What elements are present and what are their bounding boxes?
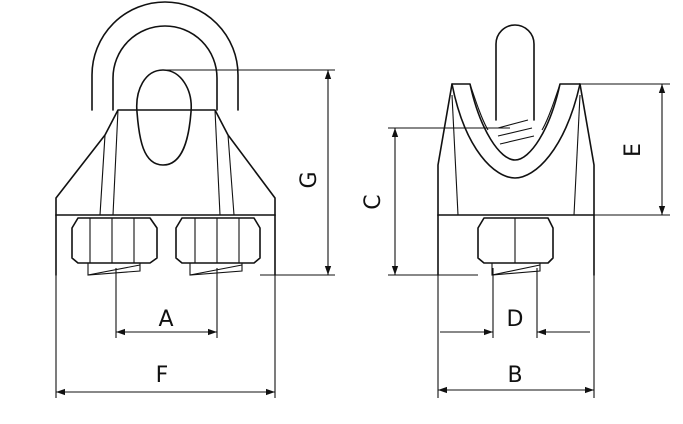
label-c: C [361,194,386,209]
label-d: D [507,307,524,332]
label-e: E [621,143,646,157]
stud [495,24,535,121]
thread-right [189,263,243,276]
u-bolt-outer [91,1,239,111]
label-a: A [158,307,173,332]
saddle-edge-left [99,134,106,216]
front-view: A F G [55,1,335,398]
stud-thread [497,119,535,145]
saddle-groove [451,83,581,179]
nut-right [175,217,261,264]
side-edge-left [451,94,459,216]
side-thread [491,263,541,276]
label-b: B [507,363,522,388]
thread-left [87,263,141,276]
u-bolt-inner [112,25,218,111]
side-nut [477,217,554,264]
saddle-face-left [112,109,119,216]
label-f: F [156,363,169,388]
side-saddle [437,83,595,216]
side-view: C E D B [361,24,670,398]
side-edge-right [573,94,581,216]
saddle-face-right [214,109,221,216]
nut-left [71,217,158,264]
label-g: G [297,171,322,188]
saddle-body [55,109,276,216]
saddle-edge-right [227,134,235,216]
rope-section [136,69,192,166]
